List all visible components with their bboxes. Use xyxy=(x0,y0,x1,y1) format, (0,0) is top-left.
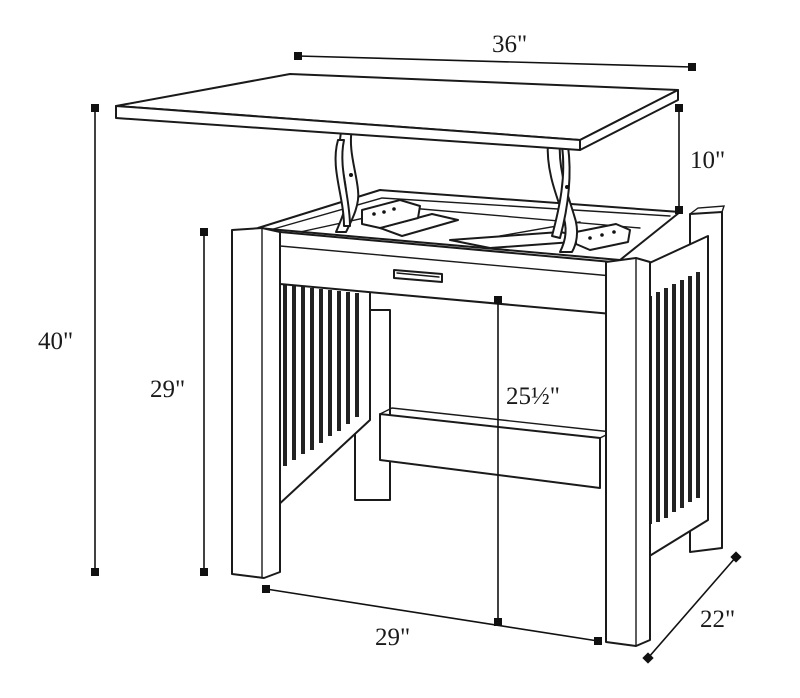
label-overall-height: 40" xyxy=(38,328,73,355)
label-table-height: 29" xyxy=(150,376,185,403)
label-lift-height: 10" xyxy=(690,147,725,174)
label-depth: 22" xyxy=(700,606,735,633)
table-illustration xyxy=(115,73,725,647)
drawer-pull xyxy=(393,269,443,283)
front-left-leg xyxy=(231,227,281,579)
dim-line-depth xyxy=(647,556,737,659)
tabletop-right-edge xyxy=(579,89,679,151)
dim-line-base-width xyxy=(265,588,599,642)
front-right-leg xyxy=(605,257,651,647)
dimension-labels: 36" 10" 40" 29" 25½" 29" 22" xyxy=(38,31,735,651)
lower-stretcher xyxy=(379,413,601,489)
label-knee-clearance: 25½" xyxy=(506,383,560,410)
label-top-width: 36" xyxy=(492,31,527,58)
dimension-lines xyxy=(91,52,742,664)
label-base-width: 29" xyxy=(375,624,410,651)
left-lift-arm-inner xyxy=(334,139,351,227)
right-lift-arm-inner xyxy=(551,145,571,239)
dim-line-top-width xyxy=(297,55,693,68)
left-bracket xyxy=(361,199,421,229)
